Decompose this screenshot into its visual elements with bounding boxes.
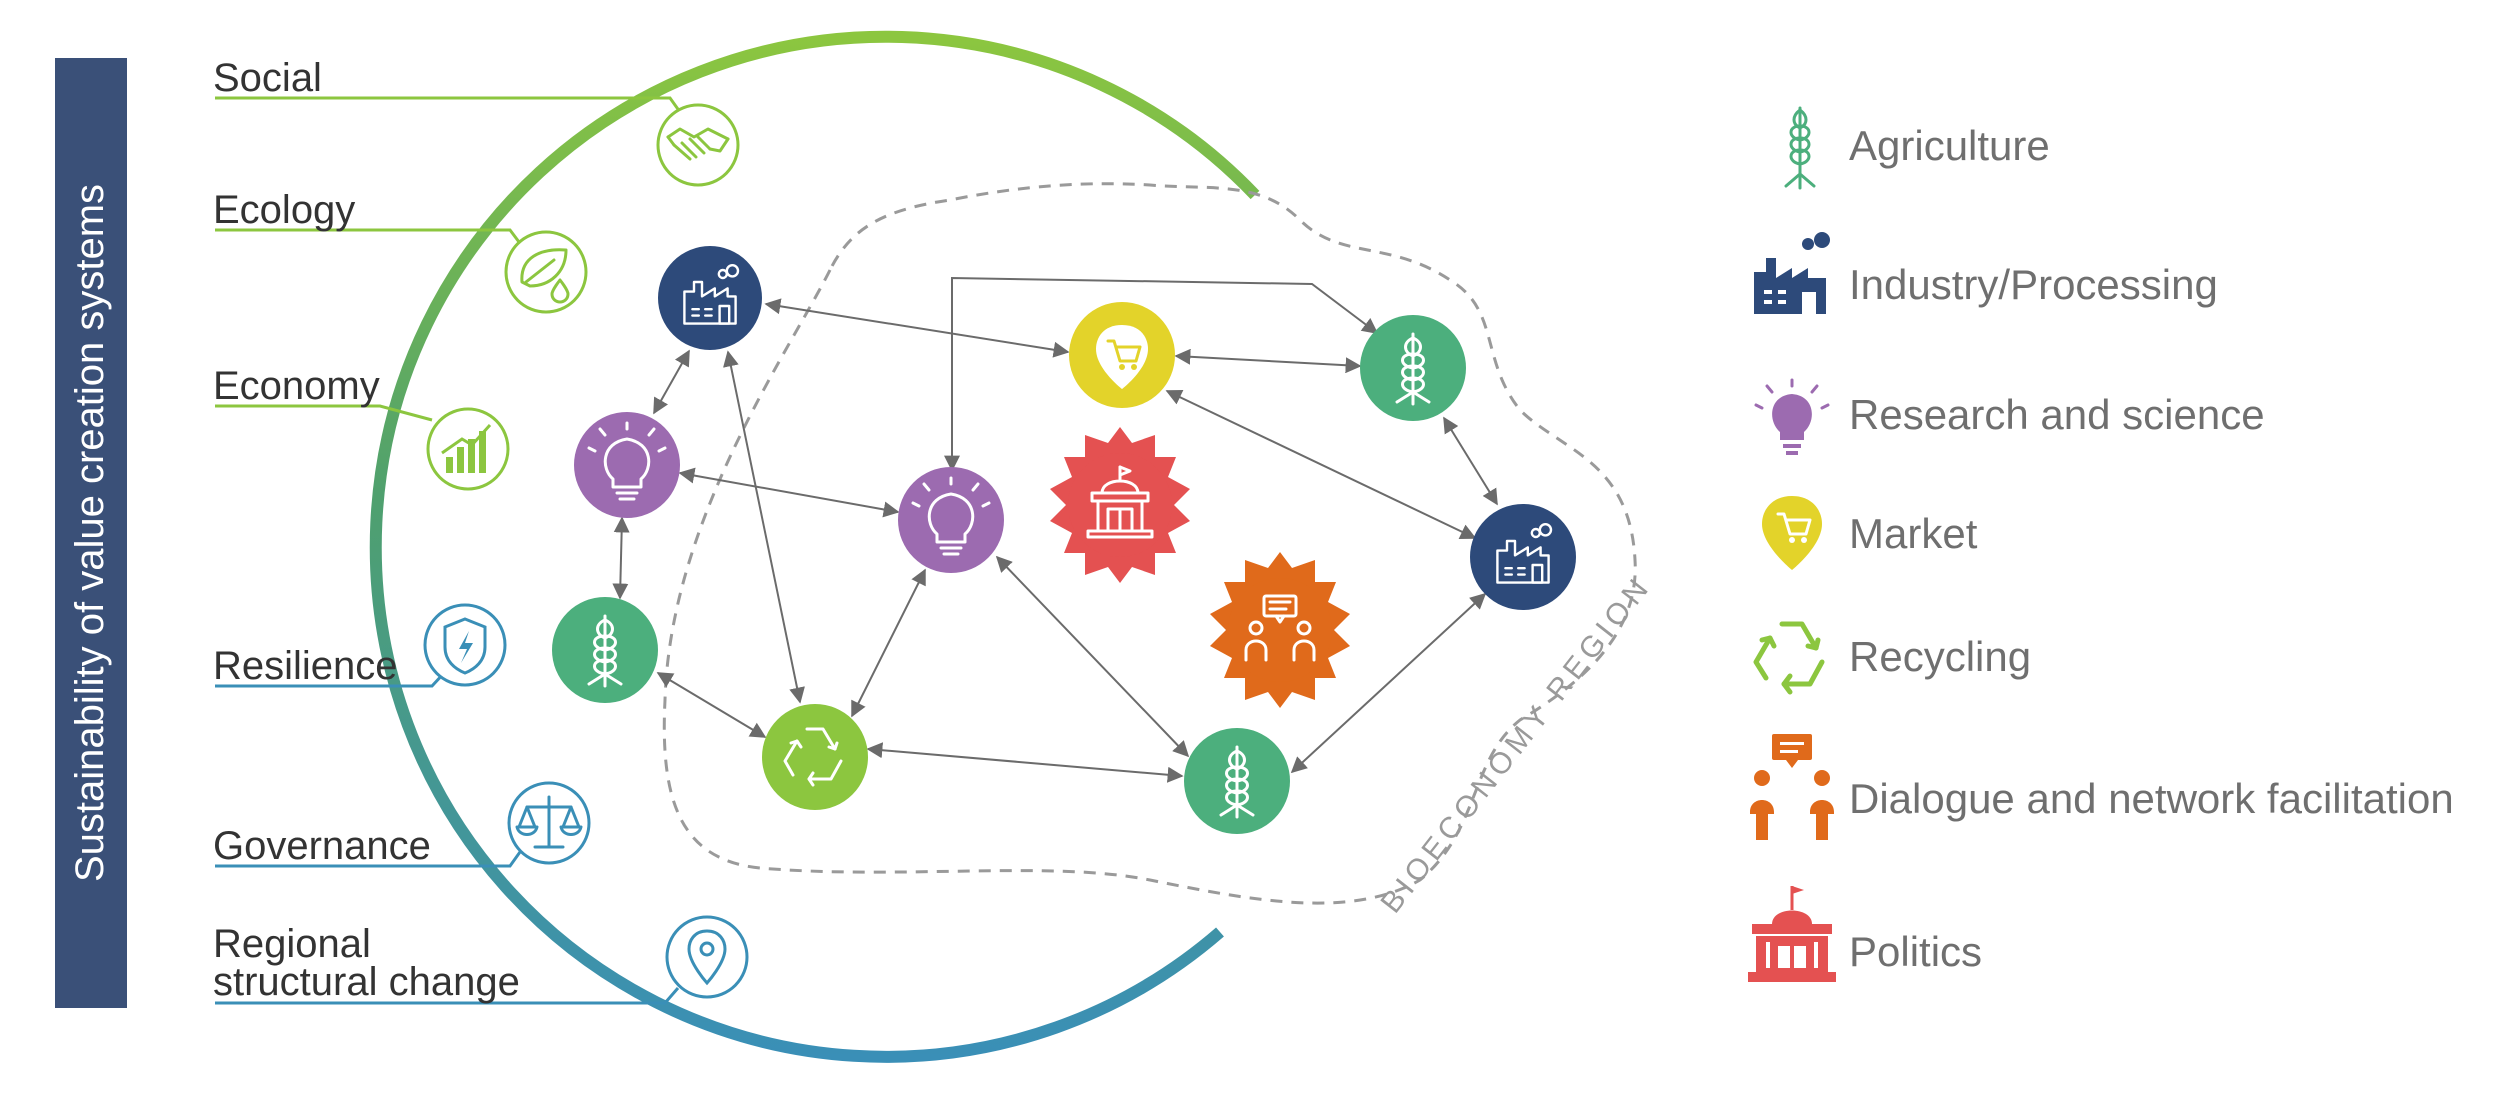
legend-label-market: Market: [1849, 510, 1978, 557]
scales-icon: [507, 781, 591, 865]
leaf-drop-icon: [504, 230, 588, 314]
wheat-icon: [1784, 106, 1816, 190]
lightbulb-icon: [1754, 378, 1830, 455]
dimension-label-economy: Economy: [213, 364, 380, 408]
network-node-recycling: [762, 704, 868, 810]
network-node-research: [898, 467, 1004, 573]
legend-item-research: Research and science: [1754, 378, 2265, 455]
bioeconomy-region-label: BIOECONOMY REGION: [1375, 570, 1658, 920]
dimension-label-governance: Governance: [213, 824, 431, 868]
sidebar-title: Sustainability of value creation systems: [68, 184, 112, 882]
network-node-agriculture: [1360, 315, 1466, 421]
legend-item-agriculture: Agriculture: [1784, 106, 2050, 190]
shield-lightning-icon: [423, 603, 507, 687]
legend-label-politics: Politics: [1849, 928, 1982, 975]
network-node-agriculture: [552, 597, 658, 703]
dimension-label-regional-line1: Regional: [213, 922, 371, 966]
sidebar-panel: [55, 58, 127, 1008]
dialogue-people-icon: [1750, 734, 1834, 840]
legend-item-politics: Politics: [1748, 886, 1982, 982]
legend-label-dialogue: Dialogue and network facilitation: [1849, 775, 2454, 822]
legend-label-agriculture: Agriculture: [1849, 122, 2050, 169]
dimension-leaders: [215, 96, 682, 1005]
network-node-market: [1069, 302, 1175, 408]
legend-item-industry: Industry/Processing: [1754, 232, 2218, 314]
legend-item-dialogue: Dialogue and network facilitation: [1750, 734, 2454, 840]
sustainability-arc: [369, 30, 1260, 1063]
bioeconomy-region-outline: [662, 182, 1637, 905]
dimension-label-regional-line2: structural change: [213, 960, 520, 1004]
legend-item-market: Market: [1762, 496, 1978, 570]
network-node-research: [574, 412, 680, 518]
network-node-politics: [1050, 427, 1190, 583]
network-connections: [612, 276, 1498, 783]
network-node-dialogue: [1210, 552, 1350, 708]
network-node-industry: [658, 246, 762, 350]
legend-label-industry: Industry/Processing: [1849, 261, 2218, 308]
recycle-icon: [1753, 621, 1825, 695]
legend-label-research: Research and science: [1849, 391, 2265, 438]
growth-chart-icon: [426, 407, 510, 491]
handshake-icon: [656, 103, 740, 187]
government-building-icon: [1748, 886, 1836, 982]
dimension-label-social: Social: [213, 56, 322, 100]
location-pin-icon: [665, 915, 749, 999]
factory-icon: [1754, 232, 1830, 314]
network-node-industry: [1470, 504, 1576, 610]
dimension-label-ecology: Ecology: [213, 188, 355, 232]
network-node-agriculture: [1184, 728, 1290, 834]
dimension-label-resilience: Resilience: [213, 644, 398, 688]
shopping-cart-pin-icon: [1762, 496, 1822, 570]
legend-item-recycling: Recycling: [1753, 621, 2031, 695]
legend-label-recycling: Recycling: [1849, 633, 2031, 680]
legend: Agriculture Industry/Processing: [1748, 106, 2454, 982]
